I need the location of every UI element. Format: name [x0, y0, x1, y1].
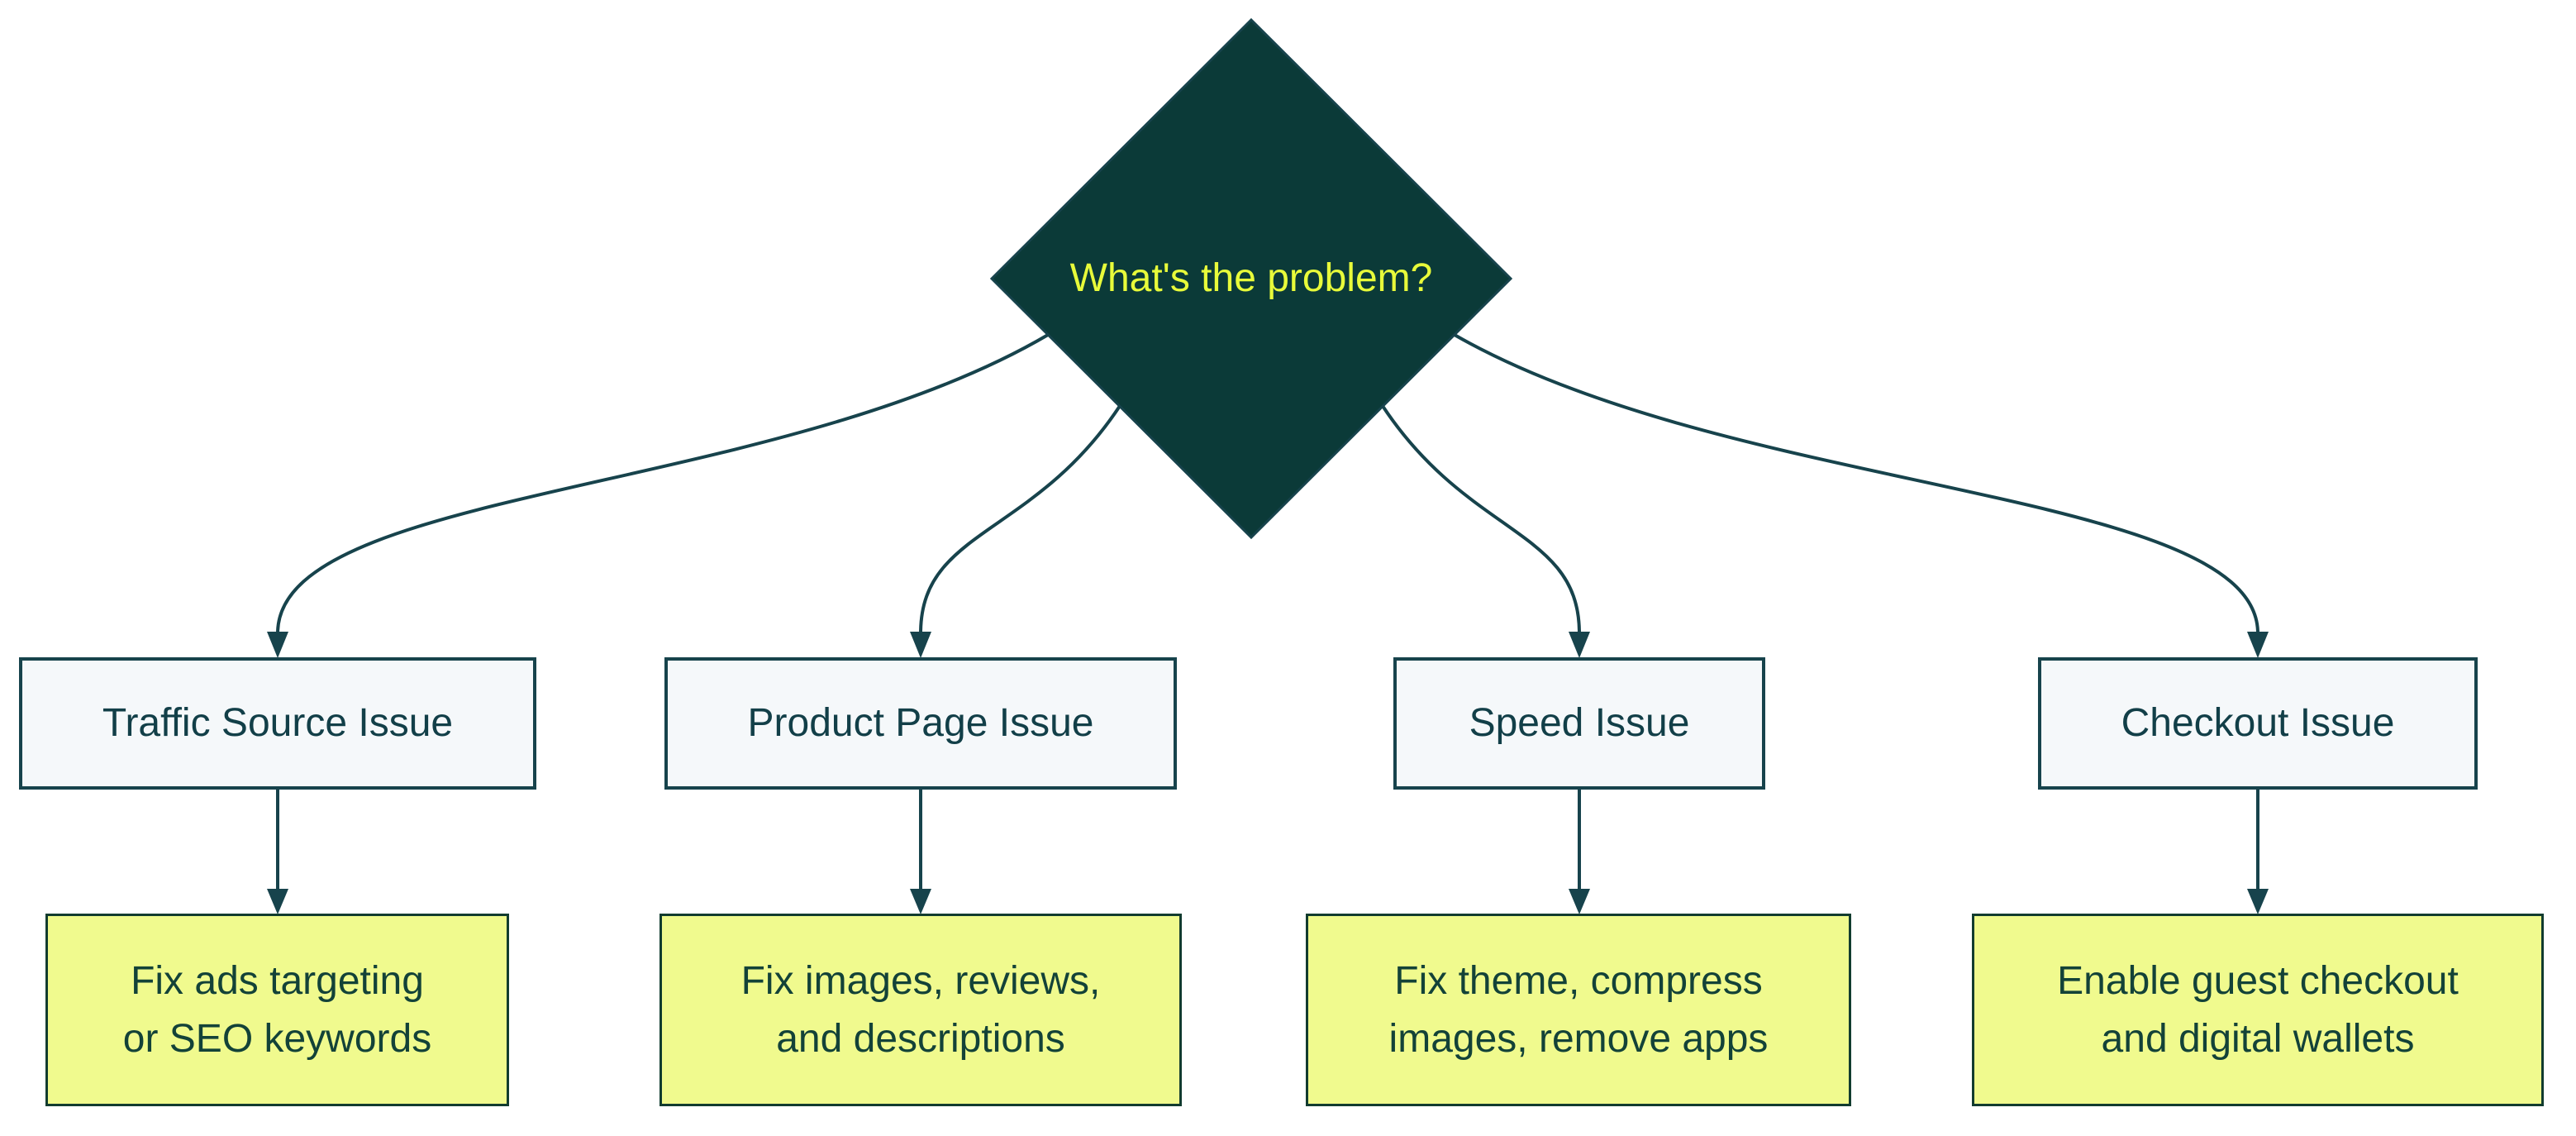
arrowhead-solution-checkout — [2247, 889, 2269, 914]
problem-node-product-page: Product Page Issue — [664, 657, 1177, 790]
arrowhead-traffic-source — [267, 632, 288, 658]
edge-root-to-traffic-source — [276, 333, 1050, 634]
arrowhead-product-page — [910, 632, 931, 658]
problem-node-traffic-source: Traffic Source Issue — [19, 657, 536, 790]
edge-root-to-product-page — [919, 404, 1121, 634]
solution-node-speed: Fix theme, compress images, remove apps — [1306, 914, 1851, 1106]
problem-node-speed: Speed Issue — [1393, 657, 1765, 790]
arrowhead-checkout — [2247, 632, 2269, 658]
solution-node-checkout: Enable guest checkout and digital wallet… — [1972, 914, 2544, 1106]
edge-root-to-checkout — [1454, 333, 2259, 634]
arrowhead-solution-product — [910, 889, 931, 914]
decision-node-label: What's the problem? — [1069, 256, 1433, 300]
solution-node-traffic-source: Fix ads targeting or SEO keywords — [45, 914, 509, 1106]
arrowhead-speed — [1569, 632, 1590, 658]
solution-node-product-page: Fix images, reviews, and descriptions — [659, 914, 1182, 1106]
arrowhead-solution-traffic — [267, 889, 288, 914]
arrowhead-solution-speed — [1569, 889, 1590, 914]
problem-node-checkout: Checkout Issue — [2038, 657, 2478, 790]
edge-root-to-speed — [1381, 404, 1581, 634]
decision-diamond-shape — [989, 17, 1513, 540]
